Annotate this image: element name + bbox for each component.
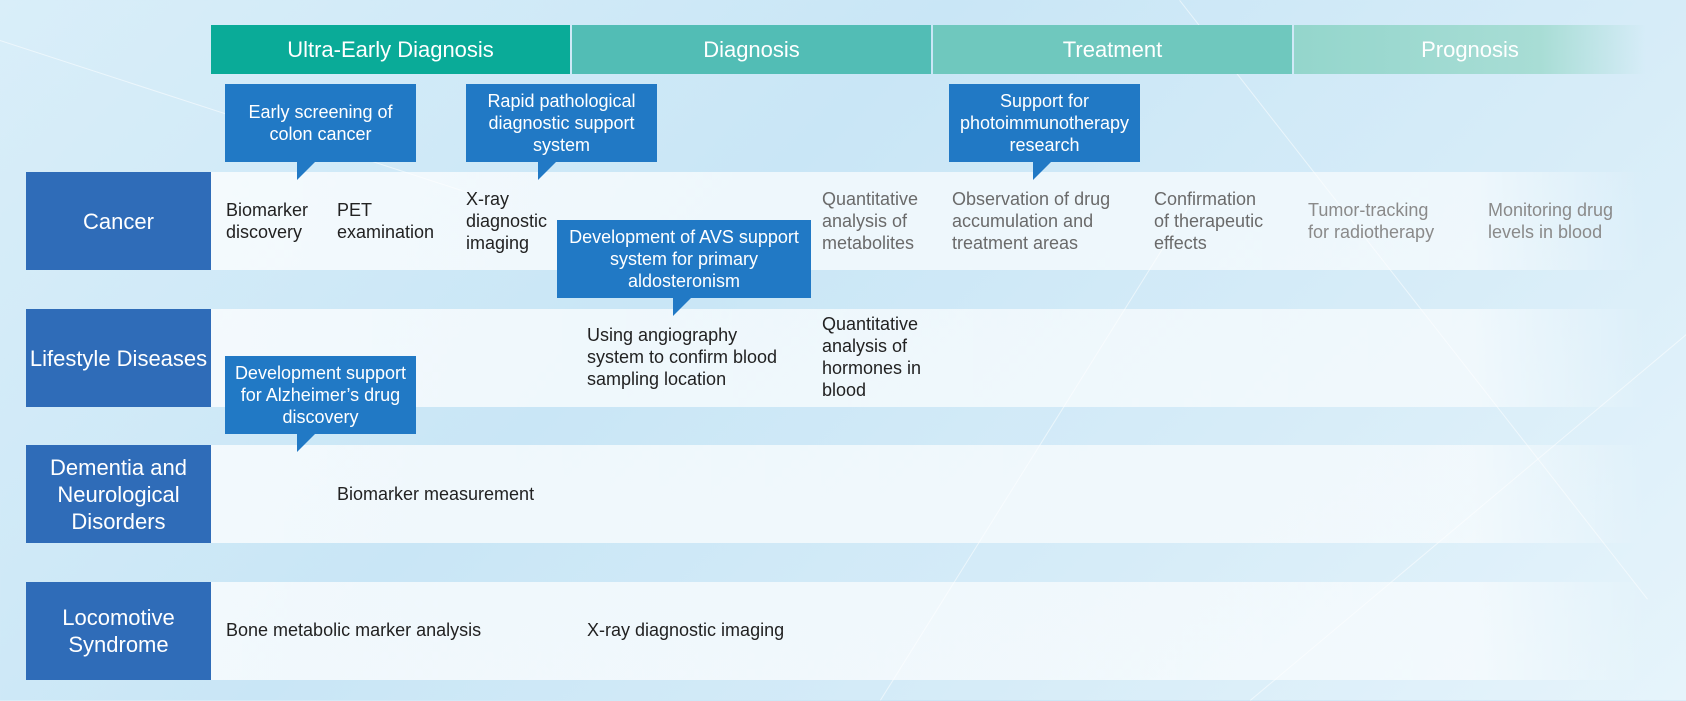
cell-locomotive-bone-marker: Bone metabolic marker analysis [226, 620, 482, 640]
stage-ultra-early-diagnosis: Ultra-Early Diagnosis [211, 25, 570, 74]
cell-dementia-biomarker-measurement: Biomarker measurement [337, 484, 535, 504]
row-band-dementia [211, 445, 1646, 543]
cell-cancer-biomarker-discovery: Biomarker discovery [226, 200, 309, 242]
callout-avs-support-system: Development of AVS support system for pr… [557, 220, 811, 298]
cell-cancer-drug-monitoring: Monitoring drug levels in blood [1488, 200, 1614, 242]
callout-tail [538, 162, 556, 180]
cell-lifestyle-hormones: Quantitative analysis of hormones in blo… [822, 314, 922, 400]
stage-prognosis: Prognosis [1294, 25, 1646, 74]
callout-tail [297, 434, 315, 452]
callout-tail [1033, 162, 1051, 180]
stage-treatment: Treatment [933, 25, 1292, 74]
cell-cancer-drug-observation: Observation of drug accumulation and tre… [952, 189, 1111, 253]
cell-locomotive-xray-imaging: X-ray diagnostic imaging [587, 620, 785, 640]
row-band-locomotive [211, 582, 1646, 680]
callout-tail [673, 298, 691, 316]
callout-alzheimers-drug-discovery: Development support for Alzheimer’s drug… [225, 356, 416, 434]
cell-cancer-pet-examination: PET examination [337, 200, 435, 242]
row-label-cancer: Cancer [26, 172, 211, 270]
stage-diagnosis: Diagnosis [572, 25, 931, 74]
row-band-lifestyle [211, 309, 1646, 407]
cell-cancer-tumor-tracking: Tumor-tracking for radiotherapy [1308, 200, 1435, 242]
row-band-cancer [211, 172, 1646, 270]
cell-cancer-metabolites: Quantitative analysis of metabolites [822, 189, 919, 253]
row-label-locomotive-syndrome: Locomotive Syndrome [26, 582, 211, 680]
callout-colon-cancer-screening: Early screening of colon cancer [225, 84, 416, 162]
row-label-lifestyle-diseases: Lifestyle Diseases [26, 309, 211, 407]
row-label-dementia: Dementia and Neurological Disorders [26, 445, 211, 543]
cell-cancer-therapeutic-effects: Confirmation of therapeutic effects [1154, 189, 1264, 253]
cell-lifestyle-angiography: Using angiography system to confirm bloo… [587, 325, 778, 389]
cell-cancer-xray-imaging: X-ray diagnostic imaging [466, 189, 548, 253]
callout-photoimmunotherapy: Support for photoimmunotherapy research [949, 84, 1140, 162]
callout-tail [297, 162, 315, 180]
callout-rapid-pathology: Rapid pathological diagnostic support sy… [466, 84, 657, 162]
